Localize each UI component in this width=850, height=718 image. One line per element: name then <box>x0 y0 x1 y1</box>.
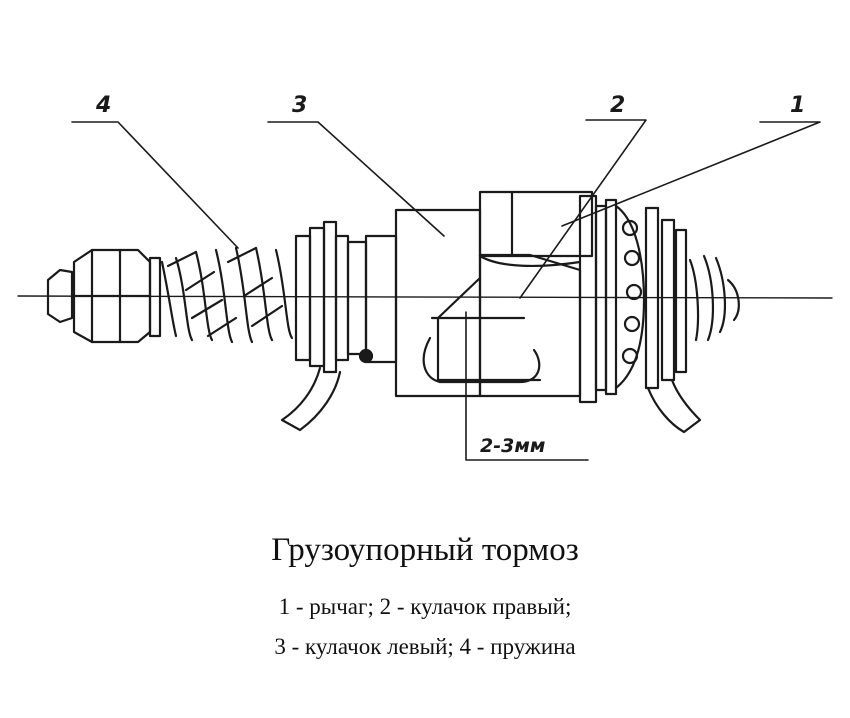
figure-title: Грузоупорный тормоз <box>271 532 579 568</box>
left-cam <box>394 208 582 398</box>
nut <box>46 248 162 344</box>
callout-2: 2 <box>610 93 625 118</box>
right-lever-foot <box>646 378 702 434</box>
left-washer <box>294 220 398 374</box>
left-lever-foot <box>280 366 342 432</box>
legend-line-1: 1 - рычаг; 2 - кулачок правый; <box>278 594 572 619</box>
legend-line-2: 3 - кулачок левый; 4 - пружина <box>274 634 576 659</box>
leader-lines <box>71 119 821 461</box>
right-spring <box>688 254 740 342</box>
right-cam <box>422 190 594 384</box>
brake-drawing: 4 3 2 1 2-3мм <box>17 93 833 461</box>
gap-dimension-label: 2-3мм <box>480 435 545 457</box>
callout-3: 3 <box>292 93 307 118</box>
callout-1: 1 <box>790 93 805 118</box>
callout-4: 4 <box>95 93 111 118</box>
spring <box>160 246 294 344</box>
lever <box>578 194 688 404</box>
